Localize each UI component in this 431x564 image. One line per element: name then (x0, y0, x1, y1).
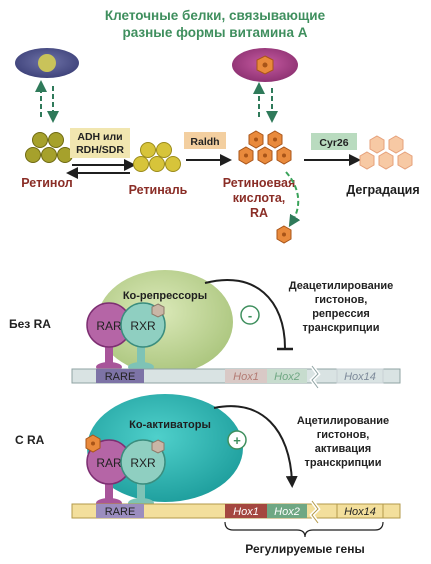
rxr-stalk-bottom (137, 481, 145, 503)
degraded-molecules (359, 135, 413, 170)
gene-hox1-label-top: Hox1 (233, 371, 259, 383)
minus-sign: - (248, 308, 252, 323)
label-regulated-genes: Регулируемые гены (245, 542, 364, 556)
gene-hox2-top (267, 369, 307, 383)
gene-hox1-bottom (225, 504, 267, 518)
label-degradation: Деградация (346, 183, 419, 197)
gene-hox14-label-top: Hox14 (344, 371, 376, 383)
label-without-ra: Без RA (9, 317, 51, 331)
label-retinol: Ретинол (21, 176, 72, 190)
rare-label-top: RARE (105, 371, 136, 383)
note-with-ra-line-3: активация (315, 443, 371, 455)
note-without-ra-line-1: Деацетилирование (289, 280, 394, 292)
plus-sign-circle (227, 430, 247, 450)
label-ra-line-1: Ретиноевая (223, 176, 296, 190)
label-ra-line-2: кислота, (233, 191, 286, 205)
label-with-ra: С RA (15, 433, 45, 447)
gene-hox2-label-top: Hox2 (274, 371, 300, 383)
enzyme-adh-line-1: ADH или (77, 131, 122, 143)
gene-hox14-bottom (336, 503, 384, 519)
rxr-ligand-bottom (151, 439, 165, 454)
rare-label-bottom: RARE (105, 506, 136, 518)
ra-molecule-centers (244, 137, 286, 158)
note-with-ra-line-2: гистонов, (317, 429, 370, 441)
gene-hox1-label-bottom: Hox1 (233, 506, 259, 518)
rxr-label-top: RXR (130, 319, 156, 333)
rar-stalk-bottom (105, 481, 113, 503)
gene-hox1-top (225, 369, 267, 383)
enzyme-adh-box (70, 128, 130, 158)
retinal-molecules (133, 142, 181, 172)
regulated-genes-brace (224, 521, 384, 538)
retinol-molecules (25, 132, 73, 163)
title-line-2: разные формы витамина А (123, 25, 308, 40)
binding-protein-ra (232, 48, 298, 82)
activation-arrow (213, 405, 298, 488)
gene-hox2-label-bottom: Hox2 (274, 506, 300, 518)
title-line-1: Клеточные белки, связывающие (105, 8, 326, 23)
corepressor-label: Ко-репрессоры (123, 290, 207, 302)
coactivator-label: Ко-активаторы (129, 419, 211, 431)
rar-label-bottom: RAR (96, 456, 122, 470)
note-with-ra-line-4: транскрипции (305, 457, 382, 469)
gene-hox2-bottom (267, 504, 307, 518)
rxr-stalk-top (137, 345, 145, 367)
rar-stalk-top (105, 345, 113, 367)
enzyme-cyp-box (311, 133, 357, 150)
enzyme-adh-line-2: RDH/SDR (76, 144, 124, 156)
gene-hox14-label-bottom: Hox14 (344, 506, 376, 518)
enzyme-raldh-box (184, 132, 226, 149)
rxr-ligand-top (151, 303, 165, 318)
rar-label-top: RAR (96, 319, 122, 333)
label-retinal: Ретиналь (129, 183, 188, 197)
rare-box-top (96, 369, 144, 383)
enzyme-raldh-label: Raldh (190, 136, 219, 148)
minus-sign-circle (240, 305, 260, 325)
rare-box-bottom (96, 504, 144, 518)
enzyme-cyp-label: Cyr26 (319, 137, 348, 149)
dna-break-line-top (311, 365, 319, 389)
ra-molecule-free (276, 225, 292, 244)
arrow-ra-to-nucleus (285, 171, 301, 228)
label-ra-line-3: RA (250, 206, 268, 220)
note-without-ra-line-3: репрессия (312, 308, 370, 320)
rar-ligand-bottom (85, 434, 101, 453)
rxr-label-bottom: RXR (130, 456, 156, 470)
note-with-ra-line-1: Ацетилирование (297, 415, 389, 427)
ra-molecules (238, 130, 292, 165)
binding-protein-retinol (15, 48, 79, 78)
note-without-ra-line-2: гистонов, (315, 294, 368, 306)
repression-arc (204, 278, 286, 349)
note-without-ra-line-4: транскрипции (303, 322, 380, 334)
dna-break-line-bottom (311, 500, 319, 524)
gene-hox14-top (336, 368, 384, 384)
plus-sign: + (233, 433, 241, 448)
